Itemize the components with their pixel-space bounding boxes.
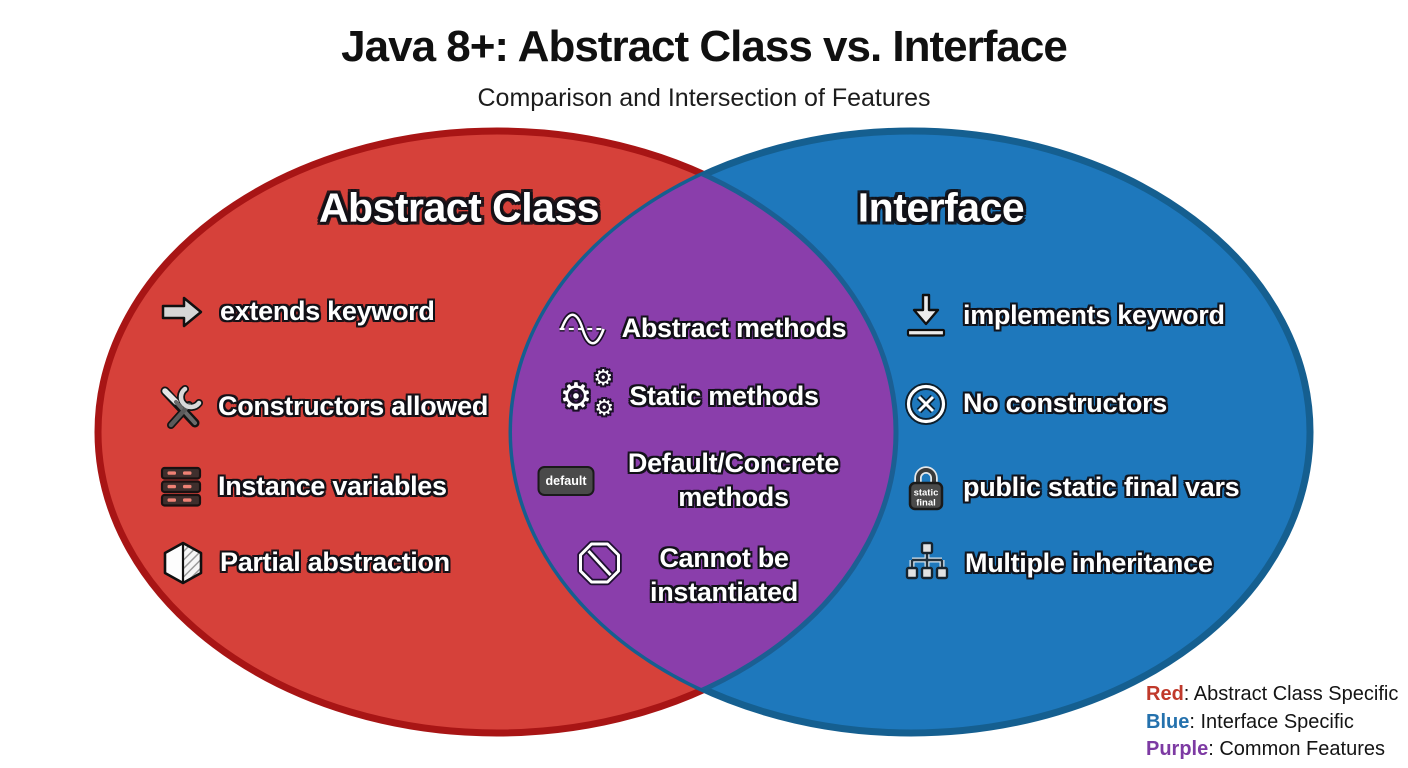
feature-label: Constructors allowed xyxy=(218,391,489,422)
lock-icon: static final xyxy=(908,466,944,511)
no-octagon-icon xyxy=(577,540,622,586)
legend-row-blue: Blue: Interface Specific xyxy=(1146,709,1398,737)
gear-glyph: ⚙ xyxy=(559,375,593,418)
legend-row-purple: Purple: Common Features xyxy=(1146,736,1398,764)
feature-label: Partial abstraction xyxy=(220,547,450,578)
legend-word-red: Red xyxy=(1146,683,1184,705)
circle-cross-icon xyxy=(905,383,947,425)
abstract-class-heading: Abstract Class xyxy=(318,184,600,231)
feature-label: Cannot be instantiated xyxy=(650,543,798,607)
feature-label: Multiple inheritance xyxy=(965,548,1213,579)
feature-static-methods: ⚙ ⚙ ⚙ Static methods xyxy=(559,368,819,421)
feature-label: Static methods xyxy=(629,381,819,412)
legend-text: : Common Features xyxy=(1208,738,1385,760)
feature-label: Abstract methods xyxy=(621,313,847,344)
sine-wave-icon xyxy=(558,311,607,347)
feature-extends-keyword: extends keyword xyxy=(160,292,435,332)
feature-label: implements keyword xyxy=(963,300,1225,331)
gears-icon: ⚙ ⚙ ⚙ xyxy=(559,368,615,421)
feature-cannot-instantiate: Cannot be instantiated xyxy=(577,540,812,612)
feature-label: No constructors xyxy=(963,388,1168,419)
feature-label: public static final vars xyxy=(963,472,1240,503)
feature-label: Instance variables xyxy=(218,471,447,502)
feature-abstract-methods: Abstract methods xyxy=(558,308,847,350)
legend: Red: Abstract Class Specific Blue: Inter… xyxy=(1146,681,1398,764)
feature-no-constructors: No constructors xyxy=(903,381,1167,427)
feature-label: Default/Concrete methods xyxy=(627,448,840,512)
gear-glyph: ⚙ xyxy=(593,366,614,391)
page-title: Java 8+: Abstract Class vs. Interface xyxy=(341,22,1068,71)
lock-text-final: final xyxy=(916,498,936,509)
legend-word-blue: Blue xyxy=(1146,710,1190,733)
page-subtitle: Comparison and Intersection of Features xyxy=(477,84,931,112)
feature-default-methods: default Default/Concrete methods xyxy=(537,447,859,515)
legend-word-purple: Purple xyxy=(1146,738,1209,760)
feature-partial-abstraction: Partial abstraction xyxy=(160,540,450,586)
legend-row-red: Red: Abstract Class Specific xyxy=(1146,681,1398,709)
legend-text: : Abstract Class Specific xyxy=(1183,683,1399,705)
download-arrow-icon xyxy=(906,293,946,337)
gear-glyph: ⚙ xyxy=(594,396,615,421)
intersection-region xyxy=(512,131,899,733)
feature-multiple-inheritance: Multiple inheritance xyxy=(903,540,1213,588)
legend-text: : Interface Specific xyxy=(1189,710,1354,733)
feature-label: extends keyword xyxy=(220,296,435,327)
default-badge-icon: default xyxy=(537,465,595,496)
half-hexagon-icon xyxy=(163,541,203,585)
hierarchy-icon xyxy=(905,541,949,580)
lock-text-static: static xyxy=(914,488,939,499)
feature-implements-keyword: implements keyword xyxy=(903,292,1225,340)
tools-icon xyxy=(160,385,203,429)
arrow-right-icon xyxy=(161,296,203,328)
server-stack-icon xyxy=(160,466,202,507)
feature-constructors-allowed: Constructors allowed xyxy=(158,384,488,430)
feature-public-static-final: static final public static final vars xyxy=(903,462,1240,514)
interface-heading: Interface xyxy=(857,184,1025,231)
feature-instance-variables: Instance variables xyxy=(158,464,447,510)
